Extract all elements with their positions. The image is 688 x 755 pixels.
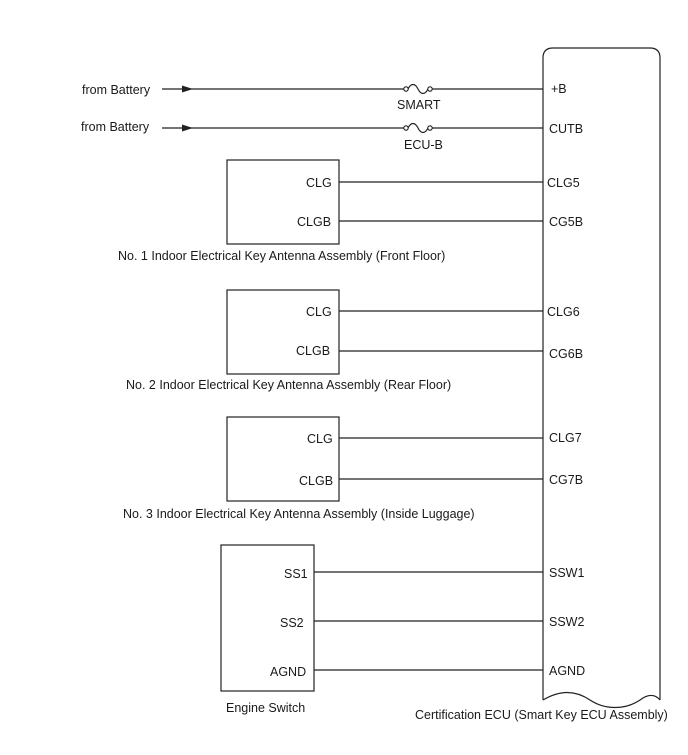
antenna-box <box>226 289 340 375</box>
ecu-pin-agnd: AGND <box>549 664 585 678</box>
antenna-pin-clgb: CLGB <box>296 344 330 358</box>
antenna-box <box>226 159 340 245</box>
ecu-outline <box>542 47 661 700</box>
fuse-icon <box>403 122 433 134</box>
engine-switch-pin-ss2: SS2 <box>280 616 304 630</box>
antenna-assembly-2: CLG CLGB No. 2 Indoor Electrical Key Ant… <box>126 289 543 392</box>
engine-switch-caption: Engine Switch <box>226 701 305 715</box>
battery-supply-ecu-b: from Battery ECU-B <box>81 120 543 152</box>
certification-ecu: +B CUTB CLG5 CG5B CLG6 CG6B CLG7 CG7B SS… <box>415 47 668 722</box>
antenna-pin-clgb: CLGB <box>299 474 333 488</box>
ecu-break-line <box>542 691 661 709</box>
engine-switch-box <box>220 544 315 692</box>
antenna-assembly-3: CLG CLGB No. 3 Indoor Electrical Key Ant… <box>123 416 543 521</box>
arrow-icon <box>182 85 193 93</box>
ecu-pin-clg6: CLG6 <box>547 305 580 319</box>
ecu-pin-plus-b: +B <box>551 82 567 96</box>
antenna-assembly-1: CLG CLGB No. 1 Indoor Electrical Key Ant… <box>118 159 543 263</box>
ecu-pin-ssw2: SSW2 <box>549 615 584 629</box>
battery-supply-smart: from Battery SMART <box>82 83 543 112</box>
ecu-pin-cg6b: CG6B <box>549 347 583 361</box>
engine-switch-pin-ss1: SS1 <box>284 567 308 581</box>
ecu-caption: Certification ECU (Smart Key ECU Assembl… <box>415 708 668 722</box>
ecu-pin-clg5: CLG5 <box>547 176 580 190</box>
fuse-label-ecu-b: ECU-B <box>404 138 443 152</box>
engine-switch-pin-agnd: AGND <box>270 665 306 679</box>
fuse-label-smart: SMART <box>397 98 441 112</box>
antenna-pin-clg: CLG <box>306 305 332 319</box>
ecu-pin-ssw1: SSW1 <box>549 566 584 580</box>
antenna-caption: No. 2 Indoor Electrical Key Antenna Asse… <box>126 378 451 392</box>
antenna-box <box>226 416 340 502</box>
engine-switch: SS1 SS2 AGND Engine Switch <box>220 544 543 715</box>
arrow-icon <box>182 124 193 132</box>
antenna-pin-clg: CLG <box>306 176 332 190</box>
battery-label: from Battery <box>82 83 151 97</box>
ecu-pin-cg5b: CG5B <box>549 215 583 229</box>
ecu-pin-cg7b: CG7B <box>549 473 583 487</box>
antenna-caption: No. 3 Indoor Electrical Key Antenna Asse… <box>123 507 475 521</box>
ecu-pin-cutb: CUTB <box>549 122 583 136</box>
antenna-pin-clg: CLG <box>307 432 333 446</box>
battery-label: from Battery <box>81 120 150 134</box>
antenna-caption: No. 1 Indoor Electrical Key Antenna Asse… <box>118 249 445 263</box>
ecu-pin-clg7: CLG7 <box>549 431 582 445</box>
fuse-icon <box>403 83 433 95</box>
antenna-pin-clgb: CLGB <box>297 215 331 229</box>
